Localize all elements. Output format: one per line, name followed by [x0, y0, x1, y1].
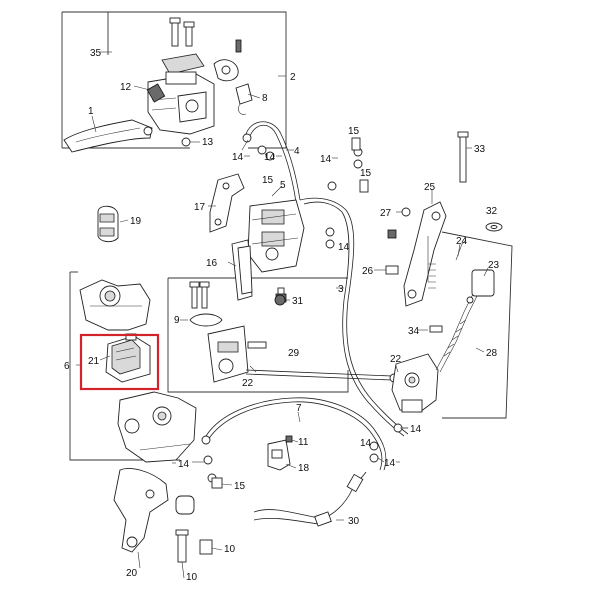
label-20: 20	[126, 568, 138, 579]
label-23: 23	[488, 260, 500, 271]
group-box-caliper	[167, 277, 349, 393]
label-32: 32	[486, 206, 498, 217]
highlight-box-part-21	[79, 333, 160, 391]
brake-pad-set-21	[105, 333, 151, 383]
master-cylinder-bolts	[169, 17, 242, 53]
label-13: 13	[202, 137, 214, 148]
label-22a: 22	[242, 378, 254, 389]
label-2: 2	[290, 72, 296, 83]
label-8: 8	[262, 93, 268, 104]
label-14d: 14	[338, 242, 350, 253]
lower-brake-hose	[205, 397, 387, 471]
label-34: 34	[408, 326, 420, 337]
label-35: 35	[90, 48, 102, 59]
lower-caliper	[117, 391, 197, 463]
mount-bolts-10	[175, 529, 213, 563]
label-25: 25	[424, 182, 436, 193]
label-6: 6	[64, 361, 70, 372]
front-caliper	[247, 199, 305, 273]
hose-clamp	[97, 205, 119, 243]
brake-switch	[235, 83, 253, 115]
label-26: 26	[362, 266, 374, 277]
label-1: 1	[88, 106, 94, 117]
label-17: 17	[194, 202, 206, 213]
proportioning-valve	[267, 435, 293, 471]
caliper-pistons-bolts	[189, 281, 210, 309]
upper-brake-hose	[245, 121, 301, 203]
front-brake-lever	[63, 119, 153, 153]
pushrod-spring	[435, 287, 481, 373]
label-33: 33	[474, 144, 486, 155]
caliper-mount-bracket	[113, 468, 195, 553]
label-19: 19	[130, 216, 142, 227]
bolt-34	[429, 325, 443, 333]
label-14h: 14	[410, 424, 422, 435]
label-27: 27	[380, 208, 392, 219]
label-15d: 15	[234, 481, 246, 492]
label-4: 4	[294, 146, 300, 157]
label-14g: 14	[384, 458, 396, 469]
label-dashes	[100, 51, 408, 464]
rear-arm-pivot	[385, 207, 436, 289]
caliper-bracket	[209, 173, 245, 233]
leader-lines	[76, 51, 489, 579]
hose-bolts	[351, 137, 369, 193]
brake-pads	[231, 239, 253, 301]
rear-brake-cable	[253, 471, 367, 527]
label-28: 28	[486, 348, 498, 359]
label-3: 3	[338, 284, 344, 295]
lower-hose-washers	[201, 423, 403, 483]
label-12: 12	[120, 82, 132, 93]
banjo-washers-upper	[242, 133, 275, 161]
label-24: 24	[456, 236, 468, 247]
main-brake-hose	[299, 197, 409, 437]
label-22b: 22	[390, 354, 402, 365]
label-10b: 10	[186, 572, 198, 583]
part-number-labels: 1 2 3 4 5 6 7 8 9 10 10 11 12 13 14 14 1…	[64, 48, 500, 583]
banjo-bolt-15-lower	[211, 477, 223, 489]
master-cylinder-body	[147, 53, 215, 135]
rear-brake-arm	[403, 201, 447, 307]
label-30: 30	[348, 516, 360, 527]
rear-master-cylinder	[391, 353, 439, 413]
label-15b: 15	[348, 126, 360, 137]
brake-rod-29	[245, 369, 399, 383]
reservoir-washer-32	[485, 222, 503, 232]
label-11: 11	[298, 437, 309, 448]
label-15c: 15	[360, 168, 372, 179]
label-14a: 14	[232, 152, 244, 163]
screw-33	[457, 131, 469, 183]
pivot-bolt	[146, 83, 166, 103]
reservoir-clamp	[213, 59, 239, 82]
caliper-seal-kit	[189, 313, 267, 383]
label-9: 9	[174, 315, 180, 326]
label-14e: 14	[178, 459, 190, 470]
label-29: 29	[288, 348, 300, 359]
label-14b: 14	[264, 152, 276, 163]
label-5: 5	[280, 180, 286, 191]
label-15a: 15	[262, 175, 274, 186]
lever-pivot-nut	[181, 137, 191, 147]
label-18: 18	[298, 463, 310, 474]
group-box-rear-master	[441, 231, 513, 419]
label-14c: 14	[320, 154, 332, 165]
hose-washers	[325, 147, 363, 249]
label-14f: 14	[360, 438, 372, 449]
label-31: 31	[292, 296, 304, 307]
caliper-body-6	[79, 279, 151, 331]
label-21: 21	[88, 356, 100, 367]
label-10a: 10	[224, 544, 236, 555]
label-7: 7	[296, 403, 302, 414]
rear-reservoir	[455, 239, 495, 304]
label-16: 16	[206, 258, 218, 269]
bolt-31	[274, 294, 286, 306]
